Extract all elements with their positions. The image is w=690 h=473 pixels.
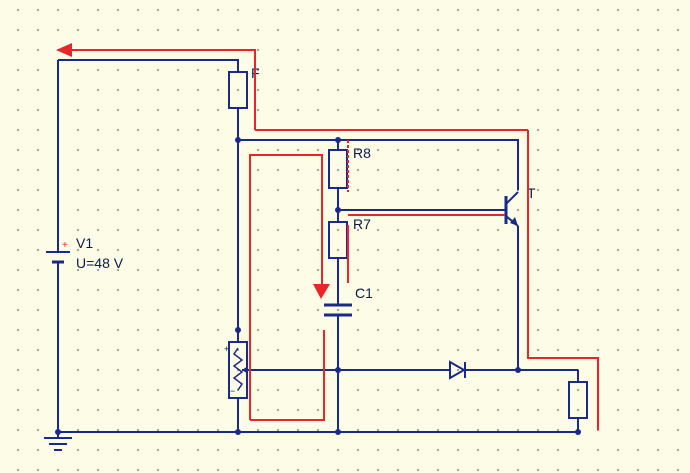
resistor-r8[interactable]: R8 — [328, 145, 371, 189]
junction — [515, 367, 521, 373]
resistor-load[interactable] — [568, 381, 588, 419]
capacitor-c1[interactable]: C1 — [324, 285, 373, 317]
transistor-t[interactable]: T — [504, 185, 536, 227]
junction — [335, 429, 341, 435]
battery-v1[interactable]: + V1 U=48 V — [46, 235, 124, 271]
junction — [235, 327, 241, 333]
capacitor-c1-label: C1 — [355, 285, 373, 301]
wire-top-bus — [238, 139, 519, 190]
junction — [335, 207, 341, 213]
current-path-right — [527, 130, 599, 430]
arrow-down-icon — [313, 284, 330, 299]
junction — [335, 137, 341, 143]
potentiometer[interactable]: + − — [224, 341, 250, 399]
junction — [575, 429, 581, 435]
wires — [57, 59, 579, 433]
diode[interactable] — [449, 360, 467, 380]
pot-minus-sign: − — [230, 386, 235, 396]
transistor-label: T — [527, 185, 536, 201]
resistor-r7-label: R7 — [353, 216, 371, 232]
current-path-top — [70, 49, 256, 130]
battery-value-label: U=48 V — [76, 255, 124, 271]
resistor-r7[interactable]: R7 — [328, 216, 371, 259]
pot-plus-sign: + — [224, 344, 229, 354]
battery-name-label: V1 — [76, 235, 93, 251]
junction — [235, 429, 241, 435]
resistor-r8-label: R8 — [353, 145, 371, 161]
wire-top-left — [58, 59, 239, 72]
battery-plus-sign: + — [62, 240, 68, 251]
arrow-left-icon — [56, 43, 72, 57]
ground-symbol — [44, 432, 72, 451]
current-path-return — [250, 330, 325, 421]
junction — [235, 137, 241, 143]
junctions — [55, 137, 581, 435]
junction — [335, 367, 341, 373]
current-paths — [70, 49, 599, 430]
current-path-inner — [249, 154, 323, 420]
